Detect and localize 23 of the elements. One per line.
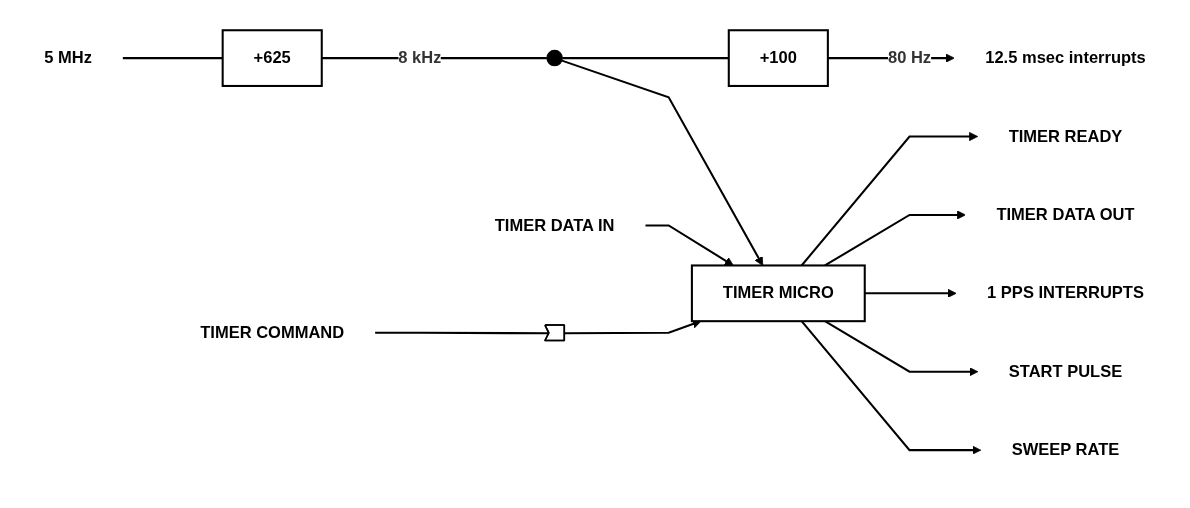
arrow: [800, 131, 979, 266]
node-text: 5 MHz: [44, 48, 92, 67]
node-text: TIMER DATA OUT: [996, 205, 1135, 224]
node-text: START PULSE: [1008, 362, 1123, 380]
node-box: +100: [727, 29, 829, 87]
node-box: +625: [221, 29, 323, 87]
arrow: [645, 224, 734, 266]
connector: [122, 56, 223, 59]
node-circle: [546, 49, 563, 67]
node-text: 1 PPS INTERRUPTS: [987, 283, 1144, 302]
node-text: TIMER DATA IN: [494, 216, 615, 234]
connector: [375, 331, 550, 335]
arrow: [564, 319, 702, 335]
edge-label: 8 kHz: [398, 48, 442, 67]
node-box: TIMER MICRO: [690, 264, 866, 323]
connector: [562, 56, 729, 59]
arrow: [561, 59, 764, 266]
edge-label: 80 Hz: [887, 48, 932, 67]
node-text: TIMER COMMAND: [200, 323, 345, 341]
node-text: 12.5 msec interrupts: [985, 48, 1146, 67]
node-text: SWEEP RATE: [1011, 440, 1120, 459]
arrow: [864, 288, 957, 298]
node-text: TIMER READY: [1008, 127, 1123, 145]
